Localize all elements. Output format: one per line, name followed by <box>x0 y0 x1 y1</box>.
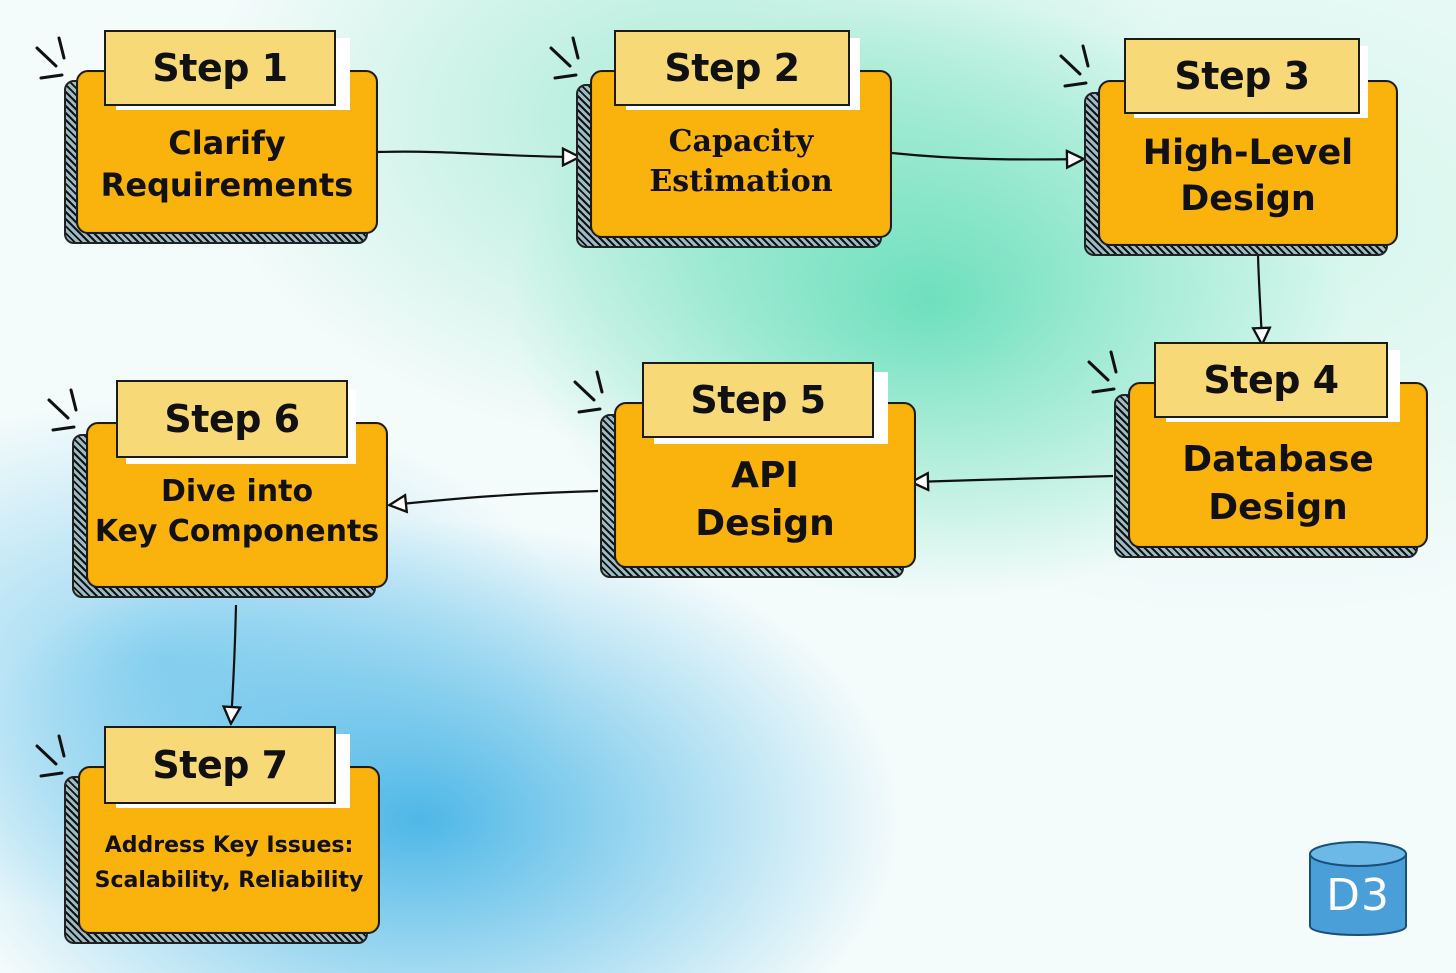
step-2-node: Capacity Estimation Step 2 <box>546 28 906 258</box>
step-5-tab: Step 5 <box>642 362 874 438</box>
step-1-line1: Clarify <box>168 124 286 162</box>
step-6-tab: Step 6 <box>116 380 348 458</box>
arrow-step3-to-step4 <box>1258 254 1262 343</box>
arrow-step5-to-step6 <box>391 489 599 505</box>
d3-logo: D3 <box>1308 840 1408 940</box>
emphasis-marks-icon <box>35 734 66 778</box>
emphasis-marks-icon <box>1087 350 1118 394</box>
step-4-line1: Database <box>1182 439 1374 480</box>
emphasis-marks-icon <box>35 36 66 80</box>
step-3-tab: Step 3 <box>1124 38 1360 114</box>
emphasis-marks-icon <box>573 370 604 414</box>
emphasis-marks-icon <box>47 388 78 432</box>
step-1-node: Clarify Requirements Step 1 <box>32 28 392 258</box>
step-1-line2: Requirements <box>100 166 354 205</box>
arrow-step1-to-step2 <box>377 152 578 157</box>
step-3-node: High-Level Design Step 3 <box>1056 36 1416 266</box>
step-6-line1: Dive into <box>160 474 314 509</box>
step-1-tab: Step 1 <box>104 30 336 106</box>
step-3-line1: High-Level <box>1142 133 1354 173</box>
step-4-tab: Step 4 <box>1154 342 1388 418</box>
logo-text: D3 <box>1326 870 1390 921</box>
emphasis-marks-icon <box>549 36 580 80</box>
step-7-tab: Step 7 <box>104 726 336 804</box>
step-7-node: Address Key Issues: Scalability, Reliabi… <box>32 724 392 954</box>
arrow-step2-to-step3 <box>891 153 1082 159</box>
database-cylinder-icon <box>1309 841 1407 936</box>
step-7-line1: Address Key Issues: <box>104 833 354 858</box>
step-2-line2: Estimation <box>649 163 833 199</box>
step-7-line2: Scalability, Reliability <box>94 868 364 894</box>
emphasis-marks-icon <box>1059 44 1090 88</box>
step-6-node: Dive into Key Components Step 6 <box>44 380 404 610</box>
step-6-line2: Key Components <box>94 513 380 549</box>
arrow-step6-to-step7 <box>231 604 236 722</box>
step-5-line2: Design <box>695 502 835 544</box>
step-4-node: Database Design Step 4 <box>1084 340 1444 570</box>
step-3-line2: Design <box>1180 179 1316 220</box>
arrow-step4-to-step5 <box>913 476 1114 482</box>
step-2-tab: Step 2 <box>614 30 850 106</box>
step-2-line1: Capacity <box>668 124 814 159</box>
step-5-node: API Design Step 5 <box>570 362 930 592</box>
step-4-line2: Design <box>1208 486 1348 528</box>
step-5-line1: API <box>731 455 799 496</box>
